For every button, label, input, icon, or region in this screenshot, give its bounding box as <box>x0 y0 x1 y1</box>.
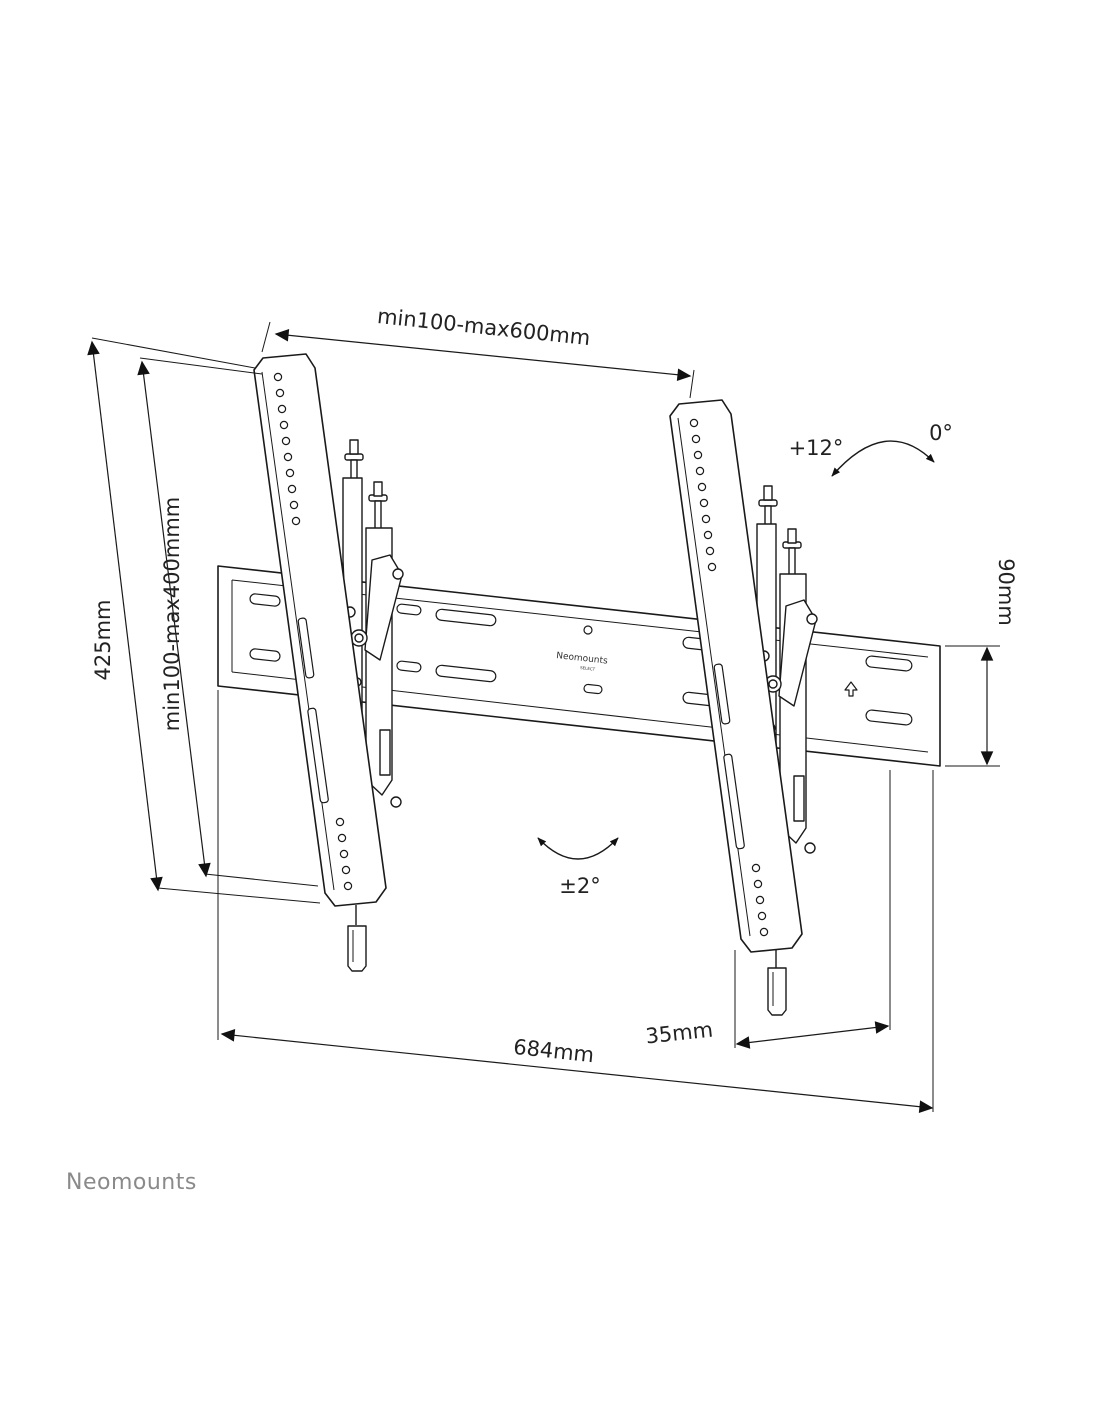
right-tilt-mechanism <box>756 485 818 1016</box>
svg-text:SELECT: SELECT <box>580 665 596 672</box>
total-height-label: 425mm <box>91 600 115 681</box>
level-adjust-label: ±2° <box>559 874 600 898</box>
width-range-label: min100-max600mm <box>376 304 591 350</box>
left-arm-holes <box>273 372 353 891</box>
right-vertical-arm <box>669 399 803 953</box>
up-arrow-icon <box>844 681 858 697</box>
tilt-up-label: +12° <box>789 436 844 460</box>
tilt-zero-label: 0° <box>929 421 953 445</box>
left-vertical-arm <box>253 353 387 907</box>
depth-label: 35mm <box>644 1018 714 1049</box>
depth-arrow <box>735 1021 890 1049</box>
width-range-arrow <box>274 329 692 381</box>
left-tilt-mechanism <box>342 439 404 972</box>
total-width-label: 684mm <box>512 1035 595 1067</box>
tilt-arc-arrow <box>831 440 935 477</box>
brand-logo: Neomounts <box>66 1170 197 1195</box>
height-range-arrow <box>137 360 211 878</box>
height-range-label: min100-max400mmm <box>160 497 184 731</box>
total-width-arrow <box>220 1029 934 1113</box>
dimension-arrows <box>87 329 994 1113</box>
level-arc-arrow <box>537 837 619 860</box>
plate-height-label: 90mm <box>994 558 1018 626</box>
right-arm-holes <box>689 418 769 937</box>
